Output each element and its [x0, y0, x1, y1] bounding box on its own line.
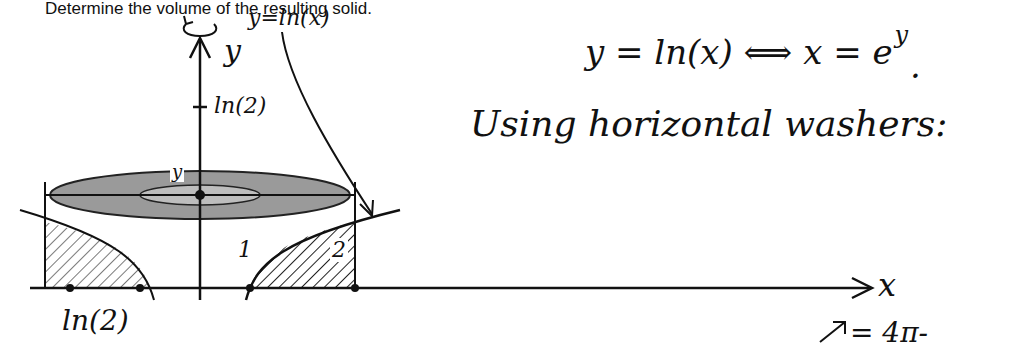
axis-label: x	[878, 268, 896, 303]
axis-label: y	[224, 34, 241, 67]
exponent: y	[895, 22, 909, 48]
tick-label: ln(2)	[62, 306, 129, 337]
equation: y = ln(x) ⟺ x = e	[585, 34, 893, 71]
tick-label: ln(2)	[214, 94, 266, 118]
curve-label: y=ln(x)	[248, 6, 330, 30]
equation-period: .	[910, 48, 921, 85]
result-fragment: = 4π-	[850, 318, 928, 349]
tick-label: 1	[236, 238, 254, 262]
method-note: Using horizontal washers:	[470, 104, 947, 144]
variable-label: y	[170, 162, 184, 182]
tick-label: 2	[330, 238, 348, 262]
